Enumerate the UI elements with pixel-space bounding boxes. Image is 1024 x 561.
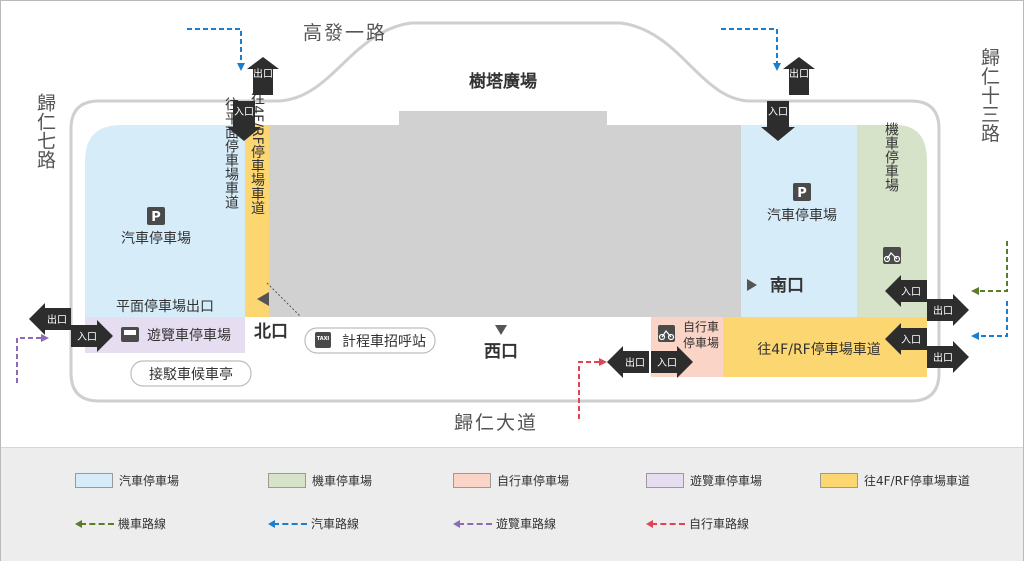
shuttle-stop-label: 接駁車候車亭 [149, 366, 233, 383]
legend-label-ramp: 往4F/RF停車場車道 [864, 474, 970, 488]
exit-sign-west: 出口 [29, 303, 71, 335]
station-map: 高發一路 歸仁大道 歸仁七路 歸仁十三路 樹塔廣場 北口 西口 南口 P 汽車停… [16, 21, 1008, 434]
legend-label-bicycle-route: 自行車路線 [689, 517, 750, 531]
legend-label-coach-parking: 遊覽車停車場 [690, 474, 763, 488]
svg-text:入口: 入口 [77, 332, 97, 343]
coach-route-west [16, 334, 49, 383]
car-route-north-west [187, 28, 245, 71]
parking-icon-right-letter: P [797, 186, 807, 201]
legend: 汽車停車場 機車停車場 自行車停車場 遊覽車停車場 往4F/RF停車場車道 機車… [1, 447, 1023, 561]
legend-item-ramp: 往4F/RF停車場車道 [820, 472, 970, 489]
entrance-sign-east-lower: 入口 [885, 323, 927, 355]
road-north-label: 高發一路 [303, 22, 387, 44]
legend-arrow-motorcycle-icon [75, 519, 82, 528]
road-east-label: 歸仁十三路 [978, 47, 1000, 142]
plaza-label: 樹塔廣場 [469, 71, 537, 92]
svg-text:入口: 入口 [657, 358, 677, 369]
svg-text:出口: 出口 [933, 304, 953, 317]
entrance-sign-east-upper: 入口 [885, 275, 927, 307]
entrance-sign-north-east: 入口 [761, 101, 795, 141]
legend-item-car-route: 汽車路線 [268, 515, 359, 532]
taxi-icon [315, 332, 331, 348]
north-exit-guide [266, 282, 302, 318]
road-south-label: 歸仁大道 [454, 412, 538, 434]
parking-icon-left-letter: P [151, 210, 161, 225]
legend-arrow-coach-icon [453, 519, 460, 528]
car-parking-left-label: 汽車停車場 [121, 230, 191, 247]
road-west-label: 歸仁七路 [34, 93, 56, 169]
exit-sign-south-west: 出口 [607, 346, 649, 378]
motorcycle-route-east [971, 241, 1008, 295]
taxi-icon-text: TAXI [317, 336, 330, 342]
coach-parking-label: 遊覽車停車場 [147, 327, 231, 344]
legend-swatch-ramp [820, 473, 858, 488]
legend-arrow-bicycle-icon [646, 519, 653, 528]
ramp-vertical-zone [245, 125, 269, 317]
entrance-sign-south-west: 入口 [651, 346, 693, 378]
exit-sign-east-lower: 出口 [927, 341, 969, 373]
legend-line-bicycle [651, 522, 685, 525]
legend-label-bicycle-parking: 自行車停車場 [497, 474, 570, 488]
taxi-stand-pill [304, 327, 436, 354]
car-parking-right-zone [741, 125, 857, 317]
parking-icon-left [147, 207, 165, 225]
legend-label-motorcycle-parking: 機車停車場 [312, 474, 373, 488]
legend-line-coach [458, 522, 492, 525]
legend-item-motorcycle-route: 機車路線 [75, 515, 166, 532]
exit-sign-east-upper: 出口 [927, 294, 969, 326]
legend-item-bicycle-parking: 自行車停車場 [453, 472, 569, 489]
shuttle-stop-pill [130, 360, 252, 387]
ramp-4f-horizontal-label: 往4F/RF停車場車道 [757, 341, 880, 358]
motorcycle-icon [883, 247, 901, 264]
car-route-east [971, 301, 1008, 340]
legend-item-coach-parking: 遊覽車停車場 [646, 472, 762, 489]
legend-swatch-coach [646, 473, 684, 488]
parking-icon-right [793, 183, 811, 201]
svg-text:出口: 出口 [253, 67, 273, 80]
legend-item-bicycle-route: 自行車路線 [646, 515, 749, 532]
ground-exit-label: 平面停車場出口 [116, 298, 214, 315]
svg-text:出口: 出口 [625, 356, 645, 369]
legend-arrow-car-icon [268, 519, 275, 528]
car-route-north-east [721, 28, 781, 71]
svg-text:出口: 出口 [933, 351, 953, 364]
entrance-sign-west: 入口 [71, 320, 113, 352]
exit-sign-north-east: 出口 [783, 57, 815, 95]
taxi-stand-label: 計程車招呼站 [342, 333, 426, 350]
legend-label-car-parking: 汽車停車場 [119, 474, 180, 488]
legend-label-coach-route: 遊覽車路線 [496, 517, 557, 531]
bicycle-icon [658, 325, 675, 342]
legend-swatch-bicycle [453, 473, 491, 488]
legend-swatch-motorcycle [268, 473, 306, 488]
motorcycle-parking-label: 機車停車場 [883, 122, 899, 192]
north-exit-label: 北口 [254, 322, 288, 342]
bicycle-route-south [578, 358, 607, 419]
svg-text:出口: 出口 [47, 313, 67, 326]
west-exit-arrow-icon [495, 325, 507, 335]
legend-item-car-parking: 汽車停車場 [75, 472, 179, 489]
legend-item-coach-route: 遊覽車路線 [453, 515, 556, 532]
bicycle-parking-label-line1: 自行車停車場 [683, 320, 719, 350]
motorcycle-parking-zone [857, 125, 927, 317]
west-exit-label: 西口 [484, 342, 518, 362]
svg-text:出口: 出口 [789, 67, 809, 80]
legend-label-car-route: 汽車路線 [311, 517, 360, 531]
svg-text:入口: 入口 [901, 335, 921, 346]
car-parking-right-label: 汽車停車場 [767, 207, 837, 224]
svg-text:入口: 入口 [768, 107, 788, 118]
svg-text:入口: 入口 [234, 107, 254, 118]
legend-swatch-car [75, 473, 113, 488]
south-exit-arrow-icon [747, 279, 757, 291]
coach-icon [121, 327, 139, 342]
exit-sign-north-west: 出口 出口 [247, 57, 279, 95]
south-exit-label: 南口 [770, 275, 804, 296]
legend-line-car [273, 522, 307, 525]
legend-item-motorcycle-parking: 機車停車場 [268, 472, 372, 489]
svg-text:入口: 入口 [901, 287, 921, 298]
entrance-sign-north-west: 入口 [227, 101, 261, 141]
legend-label-motorcycle-route: 機車路線 [118, 517, 167, 531]
legend-line-motorcycle [80, 522, 114, 525]
building-block [269, 111, 741, 317]
north-exit-arrow-icon [257, 292, 269, 306]
